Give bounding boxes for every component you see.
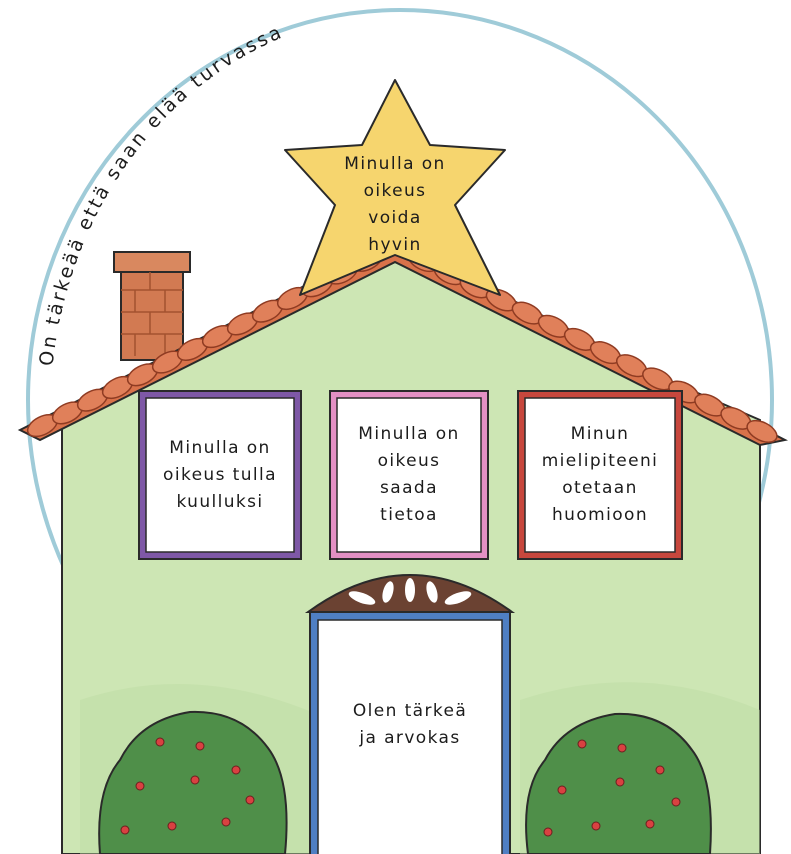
label-lines: Minulla on oikeus tulla kuulluksi (163, 435, 277, 516)
door-label: Olen tärkeä ja arvokas (318, 680, 502, 770)
label-lines: Minun mielipiteeni otetaan huomioon (542, 421, 659, 529)
label-lines: Minulla on oikeus saada tietoa (358, 421, 459, 529)
label-line: oikeus (377, 451, 441, 471)
window-3-label: Minun mielipiteeni otetaan huomioon (525, 400, 675, 550)
label-line: Minulla on (358, 424, 460, 444)
label-line: voida (368, 208, 422, 228)
label-line: hyvin (368, 235, 422, 255)
label-line: tietoa (380, 505, 438, 525)
window-1-label: Minulla on oikeus tulla kuulluksi (146, 400, 294, 550)
label-line: saada (380, 478, 438, 498)
bush-right (525, 712, 712, 854)
label-lines: Olen tärkeä ja arvokas (353, 698, 467, 752)
roof-tile (746, 419, 778, 443)
label-line: Minulla on (169, 437, 271, 458)
label-line: Olen tärkeä (352, 701, 468, 721)
door-arch (304, 574, 516, 613)
label-line: Minulla on (344, 154, 446, 174)
label-line: ja arvokas (359, 728, 461, 748)
label-lines: Minulla on oikeus voida hyvin (344, 151, 445, 259)
bush-left (98, 710, 288, 854)
star-shape (284, 79, 506, 296)
star-label: Minulla on oikeus voida hyvin (330, 140, 460, 270)
label-line: oikeus tulla (163, 464, 277, 485)
label-line: otetaan (562, 478, 638, 498)
label-line: huomioon (551, 505, 648, 525)
label-line: mielipiteeni (541, 451, 659, 471)
label-line: Minun (570, 424, 630, 444)
label-line: kuulluksi (176, 491, 264, 512)
chimney (113, 251, 191, 361)
window-2-label: Minulla on oikeus saada tietoa (337, 400, 481, 550)
label-line: oikeus (363, 181, 427, 201)
